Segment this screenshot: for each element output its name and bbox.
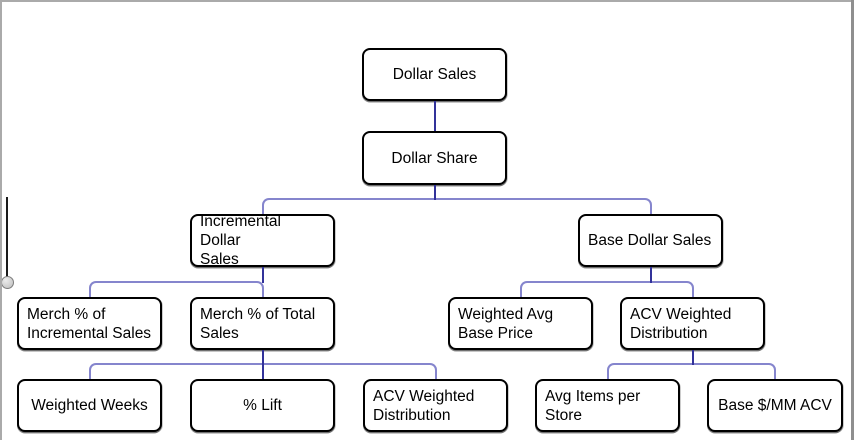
- node-dollar-share[interactable]: Dollar Share: [362, 131, 507, 185]
- node-label: Incremental Dollar Sales: [200, 213, 281, 268]
- node-label: Base $/MM ACV: [718, 397, 832, 414]
- connector-bus-dollar-share: [261, 198, 652, 214]
- node-dollar-sales[interactable]: Dollar Sales: [362, 48, 507, 101]
- node-base-dollar-sales[interactable]: Base Dollar Sales: [578, 214, 723, 267]
- node-avg-items-per-store[interactable]: Avg Items per Store: [535, 379, 680, 432]
- node-merch-pct-of-incremental-sales[interactable]: Merch % of Incremental Sales: [17, 297, 162, 350]
- connector-dollar-sales: [433, 101, 436, 131]
- node-acv-weighted-distribution[interactable]: ACV Weighted Distribution: [620, 297, 765, 350]
- connector-base-dollar-sales: [649, 267, 652, 283]
- node-label: ACV Weighted Distribution: [373, 387, 475, 424]
- connector-dollar-share: [433, 185, 436, 200]
- connector-acv-weighted-distribution: [691, 350, 694, 365]
- slider-thumb[interactable]: [1, 276, 14, 289]
- node-label: Weighted Avg Base Price: [458, 305, 554, 342]
- frame-border-right: [851, 0, 854, 440]
- node-label: Merch % of Incremental Sales: [27, 305, 152, 342]
- node-label: Dollar Sales: [392, 66, 477, 83]
- frame-border-left: [0, 0, 2, 440]
- node-label: ACV Weighted Distribution: [630, 305, 732, 342]
- connector-bus-acv-weighted-distribution: [606, 363, 776, 379]
- node-pct-lift[interactable]: % Lift: [190, 379, 335, 432]
- node-label: Dollar Share: [391, 149, 478, 167]
- node-weighted-avg-base-price[interactable]: Weighted Avg Base Price: [448, 297, 593, 350]
- vertical-slider: [0, 195, 18, 293]
- node-label: Avg Items per Store: [545, 387, 641, 424]
- node-acv-weighted-distribution-2[interactable]: ACV Weighted Distribution: [363, 379, 508, 432]
- connector-line: [261, 363, 264, 379]
- connector-bus-base-dollar-sales: [519, 281, 694, 297]
- connector-incremental-dollar-sales: [261, 267, 264, 283]
- connector-bus-incremental-dollar-sales: [88, 281, 264, 297]
- frame-border-top: [0, 0, 854, 2]
- node-label: Weighted Weeks: [31, 397, 148, 414]
- connector-merch-pct-of-total-sales: [261, 350, 264, 365]
- node-weighted-weeks[interactable]: Weighted Weeks: [17, 379, 162, 432]
- node-label: % Lift: [243, 397, 282, 414]
- slider-track: [6, 197, 8, 277]
- node-base-dollar-per-mm-acv[interactable]: Base $/MM ACV: [707, 379, 843, 432]
- node-label: Merch % of Total Sales: [200, 305, 316, 342]
- node-incremental-dollar-sales[interactable]: Incremental Dollar Sales: [190, 213, 335, 268]
- node-label: Base Dollar Sales: [588, 232, 712, 249]
- node-merch-pct-of-total-sales[interactable]: Merch % of Total Sales: [190, 297, 335, 350]
